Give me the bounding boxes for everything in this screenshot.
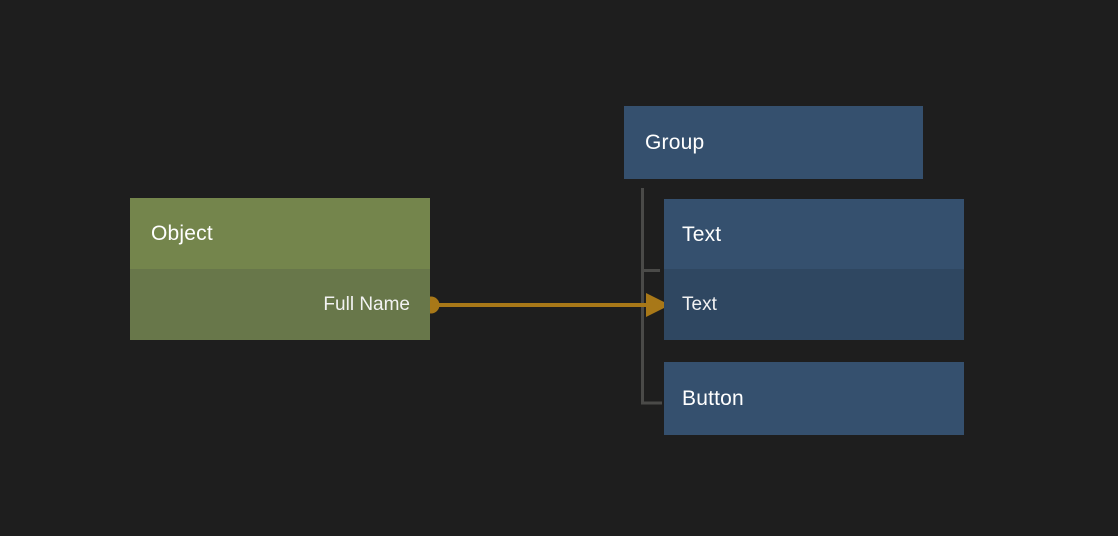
node-group[interactable]: Group — [624, 106, 923, 179]
node-text-row-label: Text — [682, 294, 717, 315]
node-object-body: Full Name — [130, 269, 430, 340]
node-object-row-label: Full Name — [323, 294, 410, 315]
node-object-row-full-name[interactable]: Full Name — [130, 269, 430, 340]
node-button-title: Button — [682, 387, 744, 410]
node-object-header[interactable]: Object — [130, 198, 430, 269]
node-button[interactable]: Button — [664, 362, 964, 435]
node-object-title: Object — [151, 222, 213, 245]
node-object[interactable]: Object Full Name — [130, 198, 430, 340]
node-text-body: Text — [664, 269, 964, 340]
node-group-title: Group — [645, 131, 705, 154]
node-group-header[interactable]: Group — [624, 106, 923, 179]
node-text-header[interactable]: Text — [664, 199, 964, 269]
node-text-row-text[interactable]: Text — [664, 269, 964, 340]
node-text[interactable]: Text Text — [664, 199, 964, 340]
node-button-header[interactable]: Button — [664, 362, 964, 435]
node-text-title: Text — [682, 222, 722, 246]
